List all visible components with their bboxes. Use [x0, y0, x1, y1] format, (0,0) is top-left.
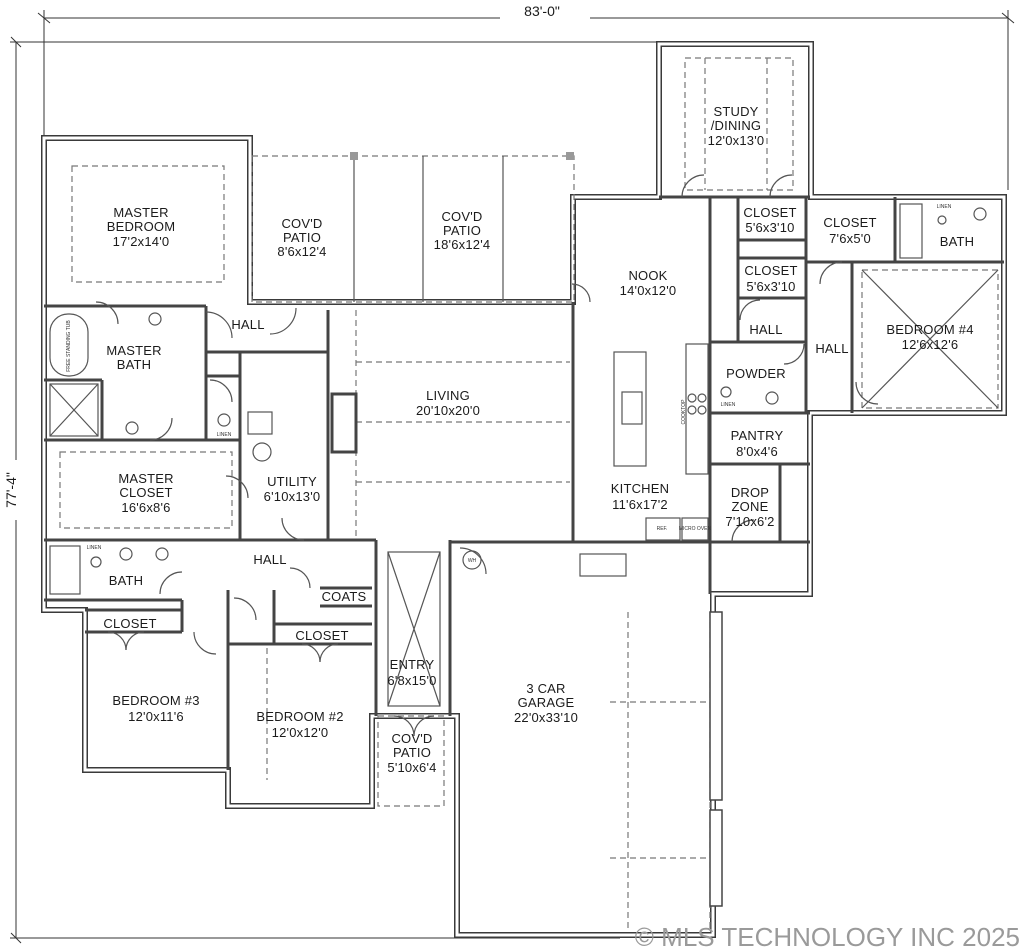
master-closet-name-1: MASTER [118, 471, 173, 486]
room-labels: STUDY /DINING 12'0x13'0 MASTER BEDROOM 1… [103, 104, 974, 775]
door-swings [95, 174, 879, 737]
pantry-name: PANTRY [731, 428, 784, 443]
closet-1-size: 5'6x3'10 [745, 220, 794, 235]
closet-3-name: CLOSET [744, 263, 797, 278]
garage-size: 22'0x33'10 [514, 710, 578, 725]
kitchen-fixtures: REF. MICRO OVEN COOKTOP [613, 343, 712, 541]
coats-name: COATS [322, 589, 367, 604]
watermark: © MLS TECHNOLOGY INC 2025 [635, 922, 1020, 950]
micro-label: MICRO OVEN [679, 526, 712, 532]
covd-patio-2-size: 18'6x12'4 [434, 237, 491, 252]
closet-3-size: 5'6x3'10 [746, 279, 795, 294]
master-closet-size: 16'6x8'6 [121, 500, 170, 515]
utility-name: UTILITY [267, 474, 317, 489]
living-name: LIVING [426, 388, 470, 403]
master-bedroom-name-1: MASTER [113, 205, 168, 220]
entry-ceiling [387, 551, 441, 707]
covd-patio-2-name-1: COV'D [441, 209, 482, 224]
bedroom-3-size: 12'0x11'6 [128, 709, 184, 724]
hall-4-name: HALL [253, 552, 286, 567]
drop-zone-size: 7'10x6'2 [725, 514, 774, 529]
covd-patio-3-name-1: COV'D [391, 731, 432, 746]
master-bath-name-2: BATH [117, 357, 152, 372]
hall-1-name: HALL [231, 317, 264, 332]
master-shower [49, 383, 99, 437]
cooktop-label: COOKTOP [681, 399, 687, 425]
master-bedroom-name-2: BEDROOM [107, 219, 176, 234]
closet-2-name: CLOSET [823, 215, 876, 230]
closet-1-name: CLOSET [743, 205, 796, 220]
master-bedroom-size: 17'2x14'0 [113, 234, 170, 249]
garage-doors [579, 553, 723, 907]
covd-patio-1-size: 8'6x12'4 [277, 244, 326, 259]
closet-2-size: 7'6x5'0 [829, 231, 871, 246]
covd-patio-2-name-2: PATIO [443, 223, 481, 238]
closet-5-name: CLOSET [295, 628, 348, 643]
bedroom-4-size: 12'6x12'6 [902, 337, 959, 352]
ceiling-details [71, 57, 794, 930]
drop-zone-name-2: ZONE [732, 499, 769, 514]
covd-patio-3-name-2: PATIO [393, 745, 431, 760]
closet-4-name: CLOSET [103, 616, 156, 631]
covd-patio-3-size: 5'10x6'4 [387, 760, 436, 775]
tub-label: FREE STANDING TUB [66, 320, 72, 372]
garage-name-2: GARAGE [518, 695, 575, 710]
bath-2-name: BATH [109, 573, 144, 588]
powder-name: POWDER [726, 366, 786, 381]
linen-label-powder: LINEN [721, 402, 736, 408]
covd-patio-1-name-2: PATIO [283, 230, 321, 245]
linen-label-master: LINEN [217, 432, 232, 438]
bedroom-2-name: BEDROOM #2 [256, 709, 343, 724]
height-dimension-label: 77'-4" [3, 472, 19, 508]
bedroom-2-size: 12'0x12'0 [272, 725, 329, 740]
entry-size: 6'8x15'0 [387, 673, 436, 688]
utility-size: 6'10x13'0 [264, 489, 321, 504]
entry-name: ENTRY [390, 657, 435, 672]
study-name-2: /DINING [711, 118, 762, 133]
hall-2-name: HALL [749, 322, 782, 337]
living-size: 20'10x20'0 [416, 403, 480, 418]
study-size: 12'0x13'0 [708, 133, 765, 148]
width-dimension-label: 83'-0" [524, 3, 560, 19]
master-bath-name-1: MASTER [106, 343, 161, 358]
hall-3-name: HALL [815, 341, 848, 356]
kitchen-name: KITCHEN [611, 481, 669, 496]
exterior-walls [41, 41, 1007, 938]
bedroom-3-name: BEDROOM #3 [112, 693, 199, 708]
study-name-1: STUDY [713, 104, 758, 119]
master-closet-name-2: CLOSET [119, 485, 172, 500]
linen-label-bath4: LINEN [937, 204, 952, 210]
bath-4-name: BATH [940, 234, 975, 249]
covd-patio-1-name-1: COV'D [281, 216, 322, 231]
nook-size: 14'0x12'0 [620, 283, 677, 298]
interior-walls [44, 195, 1004, 770]
kitchen-size: 11'6x17'2 [612, 497, 668, 512]
bath-fixtures: FREE STANDING TUB WH LINEN LINEN LINEN L… [49, 203, 987, 595]
pantry-size: 8'0x4'6 [736, 444, 778, 459]
nook-name: NOOK [628, 268, 667, 283]
patio-outlines [251, 152, 575, 807]
ref-label: REF. [657, 526, 668, 532]
fireplace [330, 392, 358, 454]
drop-zone-name-1: DROP [731, 485, 769, 500]
wh-label: WH [468, 558, 477, 564]
linen-label-bath: LINEN [87, 545, 102, 551]
bedroom-4-name: BEDROOM #4 [886, 322, 973, 337]
garage-name-1: 3 CAR [526, 681, 565, 696]
